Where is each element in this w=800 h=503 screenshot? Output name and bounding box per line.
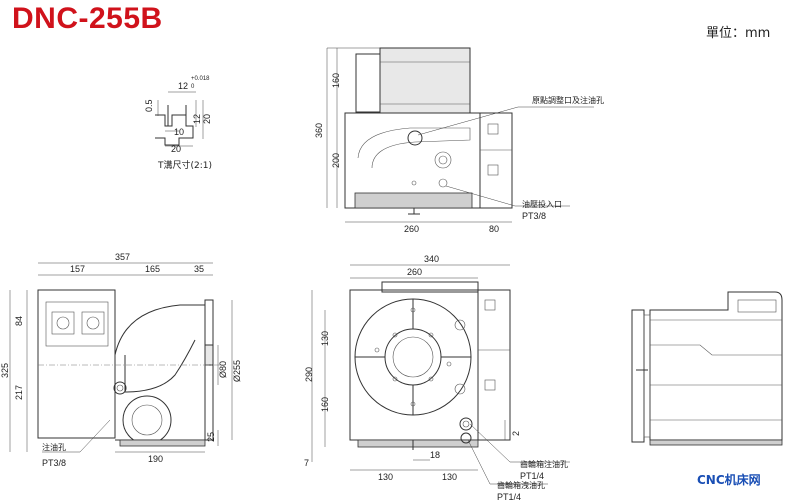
callout-origin: 原點調整口及注油孔 [532,95,604,105]
front-view: 340 260 130 290 160 7 130 18 130 2 齒輪箱注油… [304,254,570,502]
callout-gear-fill: 齒輪箱注油孔 [520,459,568,469]
t-slot-tol-lower: 0 [191,84,195,90]
t-slot-depth-12: 12 [192,114,202,124]
top-view: 160 360 200 260 80 原點調整口及注油孔 油壓投入口 PT3/8 [314,47,604,234]
side-w190: 190 [148,454,163,464]
side-h325: 325 [0,363,10,378]
front-w18: 18 [430,450,440,460]
callout-gear-drain-spec: PT1/4 [497,492,521,502]
callout-gear-drain: 齒輪箱洩油孔 [497,480,545,490]
side-d80: Ø80 [218,361,228,378]
front-w260: 260 [407,267,422,277]
unit-label: 單位：mm [706,26,771,41]
front-h290: 290 [304,367,314,382]
callout-oil-inlet: 油壓投入口 [522,199,562,209]
top-w260: 260 [404,224,419,234]
front-h7: 7 [304,458,309,468]
t-slot-depth-20: 20 [202,114,212,124]
side-h25: 25 [206,432,216,442]
front-h160: 160 [320,397,330,412]
t-slot-caption: T溝尺寸(2:1) [157,159,212,171]
top-h160: 160 [331,73,341,88]
t-slot-width: 12 [178,81,188,91]
front-h130: 130 [320,331,330,346]
side-w157: 157 [70,264,85,274]
callout-oil-fill: 注油孔 [42,442,66,452]
side-w165: 165 [145,264,160,274]
right-side-view [631,291,783,446]
t-slot-detail: 12 +0.018 0 0.5 12 20 10 20 T溝尺寸(2:1) [144,76,212,171]
front-w340: 340 [424,254,439,264]
side-view: 357 157 165 35 84 325 217 Ø80 Ø255 25 19… [0,252,242,468]
t-slot-base: 20 [171,144,181,154]
side-h84: 84 [14,316,24,326]
callout-gear-fill-spec: PT1/4 [520,471,544,481]
side-w35: 35 [194,264,204,274]
front-w130a: 130 [378,472,393,482]
front-w130b: 130 [442,472,457,482]
top-w80: 80 [489,224,499,234]
t-slot-offset: 0.5 [144,99,154,112]
page-title: DNC-255B [12,2,163,35]
side-w357: 357 [115,252,130,262]
side-d255: Ø255 [232,360,242,382]
callout-oil-inlet-spec: PT3/8 [522,211,546,221]
front-h2: 2 [511,431,521,436]
watermark: CNC机床网 [697,473,761,487]
t-slot-neck: 10 [174,127,184,137]
t-slot-tol-upper: +0.018 [191,76,210,82]
top-h200: 200 [331,153,341,168]
top-h360: 360 [314,123,324,138]
side-h217: 217 [14,385,24,400]
callout-oil-fill-spec: PT3/8 [42,458,66,468]
